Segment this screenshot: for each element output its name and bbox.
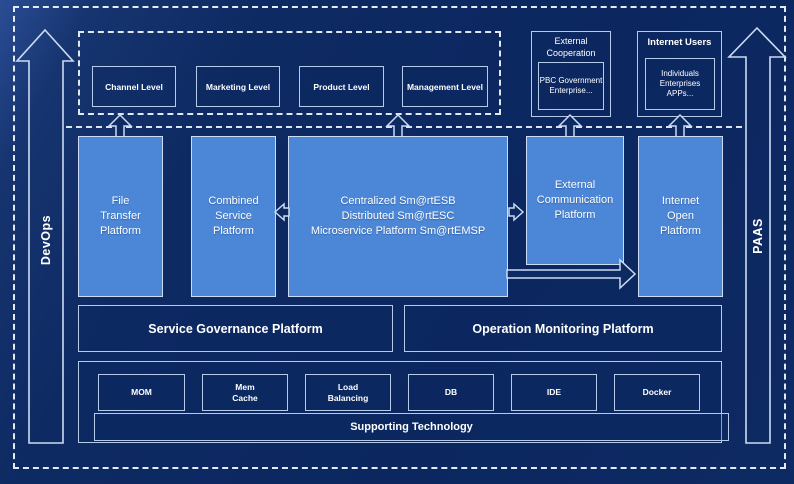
internet-users-members-box: Individuals Enterprises APPs... bbox=[645, 58, 715, 110]
external-cooperation-group: External Cooperation PBC Government Ente… bbox=[531, 31, 611, 117]
internet-users-group: Internet Users Individuals Enterprises A… bbox=[637, 31, 722, 117]
devops-rail-label: DevOps bbox=[39, 214, 53, 266]
long-right-arrow-icon bbox=[506, 258, 637, 290]
right-arrow-icon bbox=[508, 202, 525, 222]
combined-service-platform-box: Combined Service Platform bbox=[191, 136, 276, 297]
devops-up-arrow-icon bbox=[15, 28, 75, 444]
tech-box-db: DB bbox=[408, 374, 494, 411]
file-transfer-platform-box: File Transfer Platform bbox=[78, 136, 163, 297]
operation-monitoring-platform-box: Operation Monitoring Platform bbox=[404, 305, 722, 352]
internet-users-title: Internet Users bbox=[647, 37, 712, 48]
level-box-channel: Channel Level bbox=[92, 66, 176, 107]
layer-separator-dashed-line bbox=[66, 126, 742, 128]
tech-box-docker: Docker bbox=[614, 374, 700, 411]
external-cooperation-members-box: PBC Government Enterprise... bbox=[538, 62, 604, 110]
levels-dashed-group bbox=[78, 31, 501, 115]
level-box-management: Management Level bbox=[402, 66, 488, 107]
service-governance-platform-box: Service Governance Platform bbox=[78, 305, 393, 352]
tech-box-ide: IDE bbox=[511, 374, 597, 411]
esb-platform-box: Centralized Sm@rtESB Distributed Sm@rtES… bbox=[288, 136, 508, 297]
paas-up-arrow-icon bbox=[727, 26, 787, 444]
level-box-marketing: Marketing Level bbox=[196, 66, 280, 107]
tech-box-load-balancing: Load Balancing bbox=[305, 374, 391, 411]
tech-box-mem-cache: Mem Cache bbox=[202, 374, 288, 411]
external-cooperation-title: External Cooperation bbox=[546, 36, 596, 58]
internet-open-platform-box: Internet Open Platform bbox=[638, 136, 723, 297]
tech-box-mom: MOM bbox=[98, 374, 185, 411]
supporting-technology-bar: Supporting Technology bbox=[94, 413, 729, 441]
level-box-product: Product Level bbox=[299, 66, 384, 107]
left-arrow-icon bbox=[273, 202, 290, 222]
outer-dashed-frame bbox=[13, 6, 786, 469]
external-communication-platform-box: External Communication Platform bbox=[526, 136, 624, 265]
paas-rail-label: PAAS bbox=[751, 218, 765, 254]
